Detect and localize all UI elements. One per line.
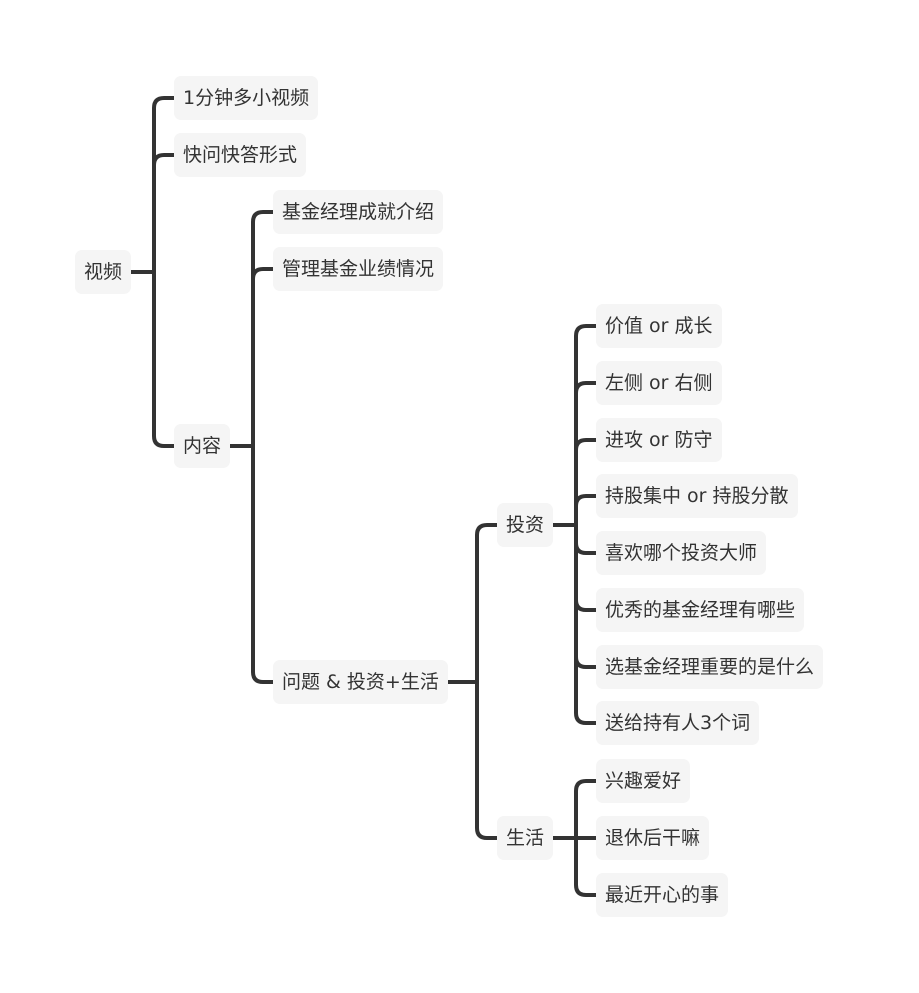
connector-invest-i7 xyxy=(551,523,598,669)
node-video[interactable]: 视频 xyxy=(75,250,132,294)
connector-invest-i6 xyxy=(551,523,598,612)
connector-invest-i8 xyxy=(551,523,598,725)
node-life[interactable]: 生活 xyxy=(497,816,554,860)
connector-root-v1 xyxy=(129,96,176,274)
node-left-or-right-side[interactable]: 左侧 or 右侧 xyxy=(596,361,722,405)
node-manager-achievements[interactable]: 基金经理成就介绍 xyxy=(273,190,444,234)
connector-content-c1 xyxy=(228,210,275,448)
node-content[interactable]: 内容 xyxy=(174,424,231,468)
node-questions-invest-life[interactable]: 问题 & 投资+生活 xyxy=(273,660,448,704)
connector-invest-i3 xyxy=(551,438,598,527)
connector-content-c2 xyxy=(228,267,275,448)
connector-root-content xyxy=(129,270,176,448)
connector-invest-i2 xyxy=(551,381,598,527)
connector-qa-invest xyxy=(446,523,499,684)
connector-qa-life xyxy=(446,680,499,840)
node-favorite-investment-master[interactable]: 喜欢哪个投资大师 xyxy=(596,531,767,575)
connector-root-v2 xyxy=(129,153,176,274)
node-value-or-growth[interactable]: 价值 or 成长 xyxy=(596,304,722,348)
node-concentrated-or-diversified[interactable]: 持股集中 or 持股分散 xyxy=(596,474,798,518)
connector-life-l3 xyxy=(551,836,598,897)
node-fund-performance[interactable]: 管理基金业绩情况 xyxy=(273,247,444,291)
node-recent-happy-things[interactable]: 最近开心的事 xyxy=(596,873,729,917)
node-hobbies[interactable]: 兴趣爱好 xyxy=(596,759,691,803)
connector-invest-i1 xyxy=(551,324,598,527)
node-one-minute-short-video[interactable]: 1分钟多小视频 xyxy=(174,76,319,120)
connector-content-qa xyxy=(228,444,275,684)
node-choosing-fund-manager[interactable]: 选基金经理重要的是什么 xyxy=(596,645,824,689)
node-quick-qa-format[interactable]: 快问快答形式 xyxy=(174,133,307,177)
node-offense-or-defense[interactable]: 进攻 or 防守 xyxy=(596,418,722,462)
connector-invest-i4 xyxy=(551,494,598,527)
node-three-words-for-holders[interactable]: 送给持有人3个词 xyxy=(596,701,760,745)
connector-life-l1 xyxy=(551,779,598,840)
node-investment[interactable]: 投资 xyxy=(497,503,554,547)
node-after-retirement[interactable]: 退休后干嘛 xyxy=(596,816,710,860)
node-excellent-fund-managers[interactable]: 优秀的基金经理有哪些 xyxy=(596,588,805,632)
connector-invest-i5 xyxy=(551,523,598,555)
